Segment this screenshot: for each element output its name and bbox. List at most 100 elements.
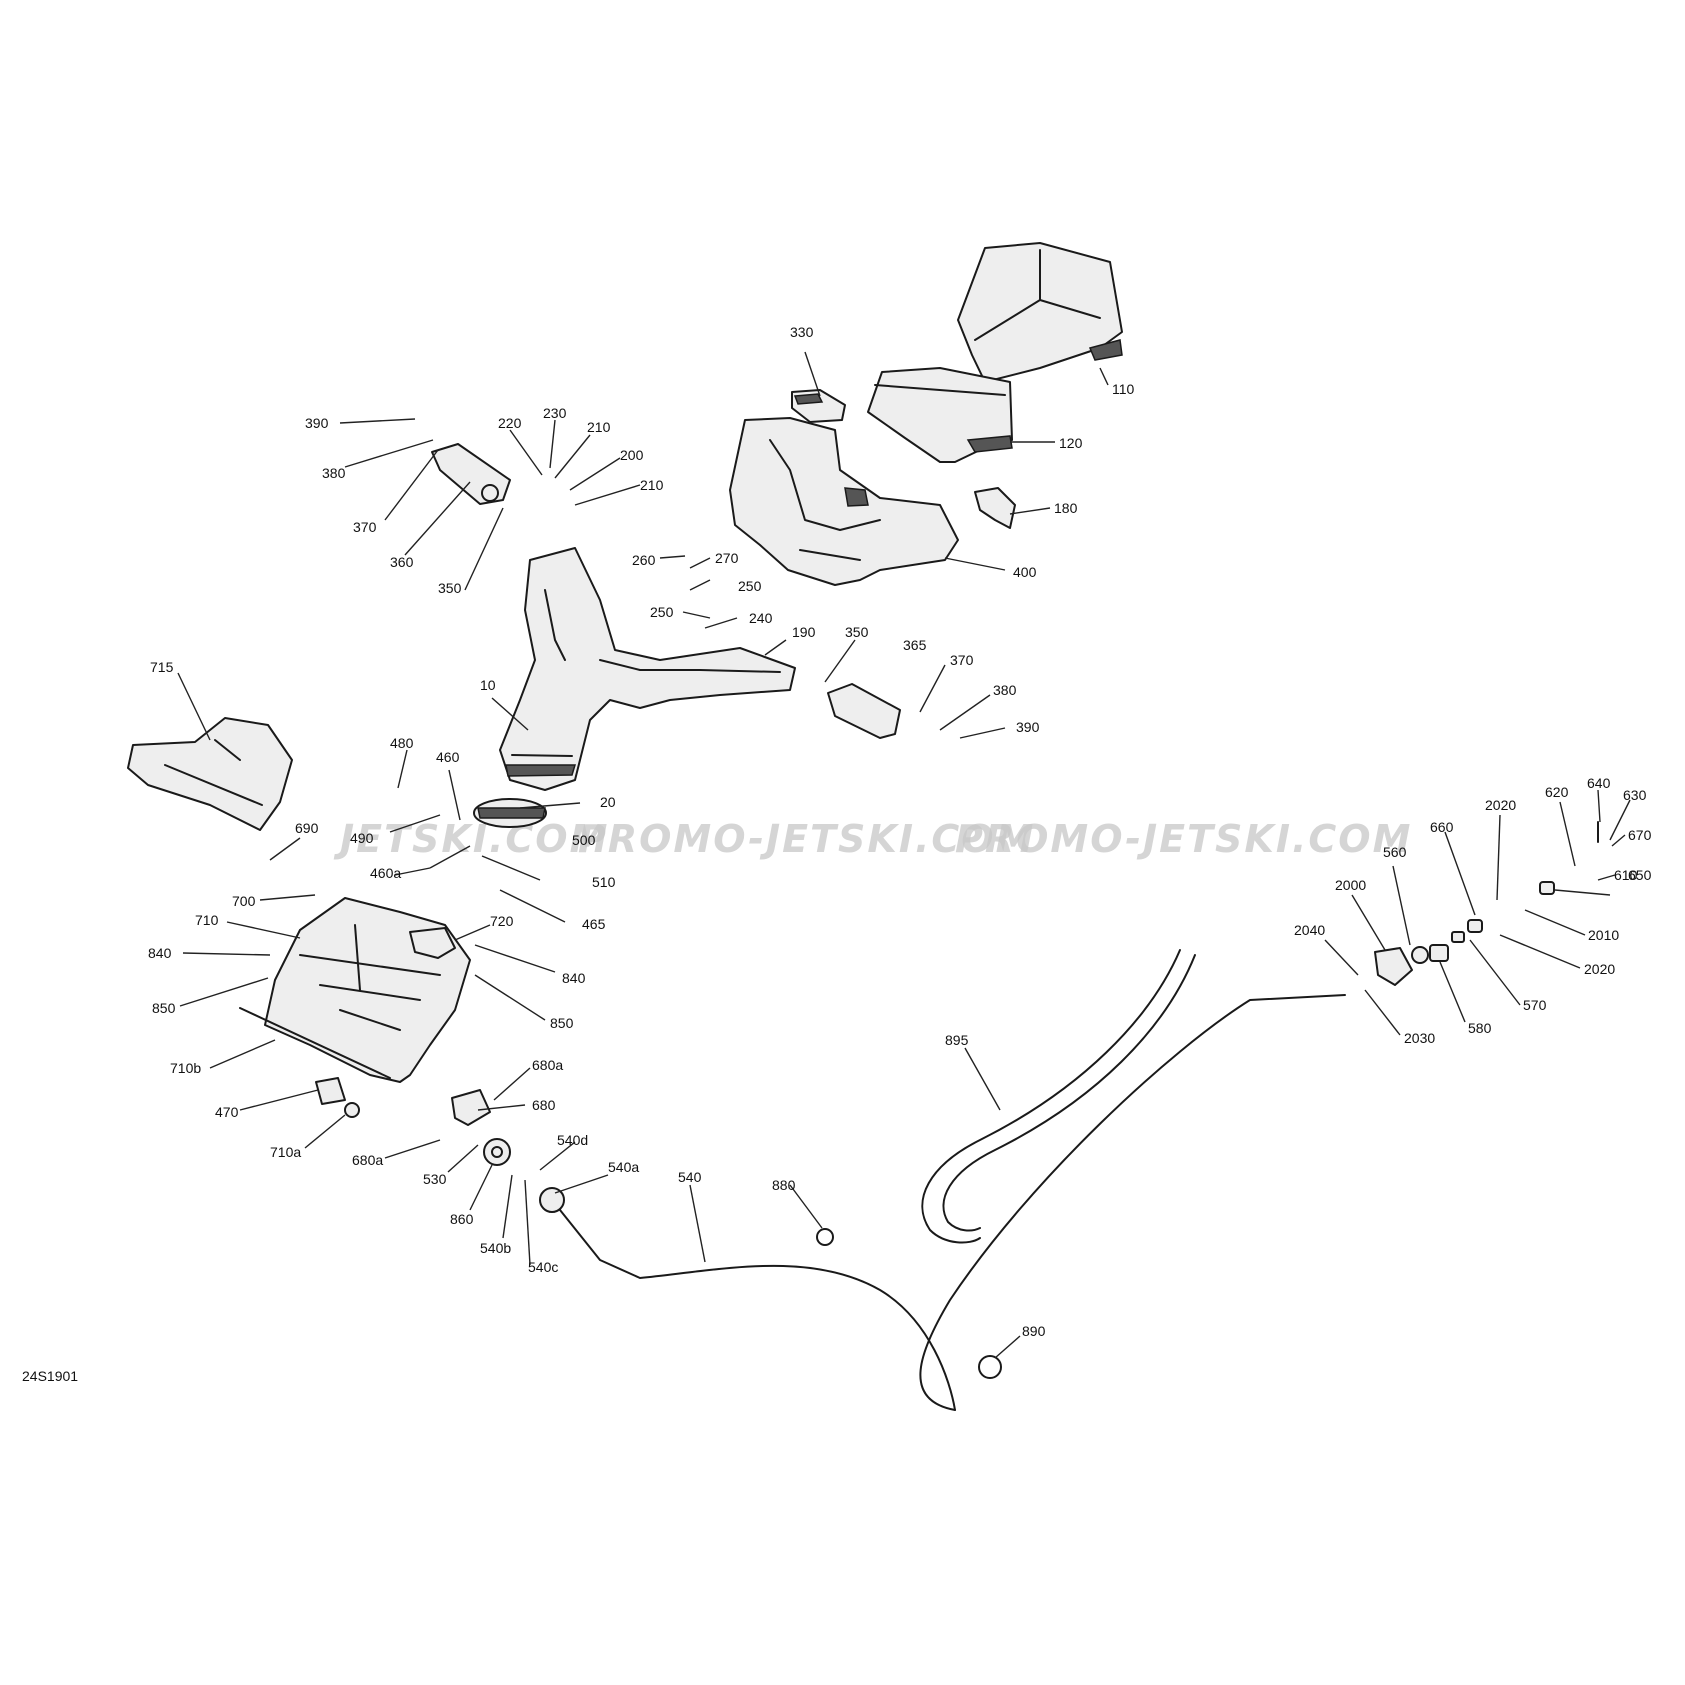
part-660 [1467,919,1483,933]
callout-510: 510 [592,874,616,890]
callout-210-top: 210 [587,419,611,435]
callout-880: 880 [772,1177,796,1193]
callout-890: 890 [1022,1323,1046,1339]
callout-710b: 710b [170,1060,201,1076]
callout-700: 700 [232,893,256,909]
part-540-cable [559,994,1346,1411]
callout-560: 560 [1383,844,1407,860]
part-560 [1411,946,1429,964]
callout-650: 650 [1628,867,1652,883]
callout-2040: 2040 [1294,922,1325,938]
callout-10: 10 [480,677,496,693]
callout-460a: 460a [370,865,401,881]
part-890-clip [978,1355,1002,1379]
callout-710a: 710a [270,1144,301,1160]
callout-370-right: 370 [950,652,974,668]
callout-480: 480 [390,735,414,751]
callout-895: 895 [945,1032,969,1048]
callout-390-left: 390 [305,415,329,431]
callout-690: 690 [295,820,319,836]
callout-720: 720 [490,913,514,929]
callout-580: 580 [1468,1020,1492,1036]
callout-350-right: 350 [845,624,869,640]
callout-490: 490 [350,830,374,846]
callout-200: 200 [620,447,644,463]
part-180 [974,487,1016,529]
part-860-nut [483,1138,511,1166]
callout-710: 710 [195,912,219,928]
callout-540c: 540c [528,1259,558,1275]
callout-230: 230 [543,405,567,421]
callout-380-right: 380 [993,682,1017,698]
callout-570: 570 [1523,997,1547,1013]
callout-530: 530 [423,1171,447,1187]
part-120-cover [867,367,1013,463]
callout-2020-top: 2020 [1485,797,1516,813]
callout-460: 460 [436,749,460,765]
callout-850-right: 850 [550,1015,574,1031]
callout-labels: 110 120 180 330 400 390 380 370 360 350 … [148,324,1652,1339]
callout-210-bottom: 210 [640,477,664,493]
callout-540a: 540a [608,1159,639,1175]
part-580 [1429,944,1449,962]
callout-540: 540 [678,1169,702,1185]
callout-465: 465 [582,916,606,932]
part-680-clip [451,1089,491,1126]
part-330 [791,389,846,423]
callout-2020-bottom: 2020 [1584,961,1615,977]
callout-260: 260 [632,552,656,568]
callout-2030: 2030 [1404,1030,1435,1046]
part-570 [1451,931,1465,943]
callout-190: 190 [792,624,816,640]
callout-715: 715 [150,659,174,675]
callout-20: 20 [600,794,616,810]
callout-400: 400 [1013,564,1037,580]
parts [127,242,1599,1411]
callout-250-right: 250 [738,578,762,594]
part-360-grip-left [431,443,511,505]
watermark-text-1: JETSKI.COM [333,817,609,861]
callout-840-right: 840 [562,970,586,986]
callout-540d: 540d [557,1132,588,1148]
callout-2010: 2010 [1588,927,1619,943]
watermark: JETSKI.COM PROMO-JETSKI.COM PROMO-JETSKI… [333,817,1412,861]
callout-360: 360 [390,554,414,570]
part-710a [344,1102,360,1118]
callout-840-left: 840 [148,945,172,961]
callout-640: 640 [1587,775,1611,791]
part-365-grip-right [827,683,901,739]
callout-330: 330 [790,324,814,340]
callout-120: 120 [1059,435,1083,451]
part-400-handlebar-cover [729,417,959,586]
callout-350-left: 350 [438,580,462,596]
callout-500: 500 [572,832,596,848]
part-110-top-cover [957,242,1123,383]
callout-470: 470 [215,1104,239,1120]
callout-380-left: 380 [322,465,346,481]
part-720 [409,927,456,959]
callout-620: 620 [1545,784,1569,800]
callout-250-left: 250 [650,604,674,620]
part-20-ring [473,798,547,828]
callout-540b: 540b [480,1240,511,1256]
part-2000-housing [1374,947,1413,986]
callout-370-left: 370 [353,519,377,535]
callout-180: 180 [1054,500,1078,516]
callout-670: 670 [1628,827,1652,843]
callout-610: 610 [1614,867,1638,883]
part-470 [315,1077,346,1105]
callout-680a-bottom: 680a [352,1152,383,1168]
callout-390-right: 390 [1016,719,1040,735]
callout-630: 630 [1623,787,1647,803]
watermark-text-3: PROMO-JETSKI.COM [955,817,1412,861]
part-715-bracket [127,717,293,831]
callout-365: 365 [903,637,927,653]
part-895-hose [921,949,1196,1244]
callout-270: 270 [715,550,739,566]
callout-220: 220 [498,415,522,431]
callout-680: 680 [532,1097,556,1113]
part-540a-fitting [539,1187,565,1213]
leader-lines [177,351,1631,1359]
callout-860: 860 [450,1211,474,1227]
